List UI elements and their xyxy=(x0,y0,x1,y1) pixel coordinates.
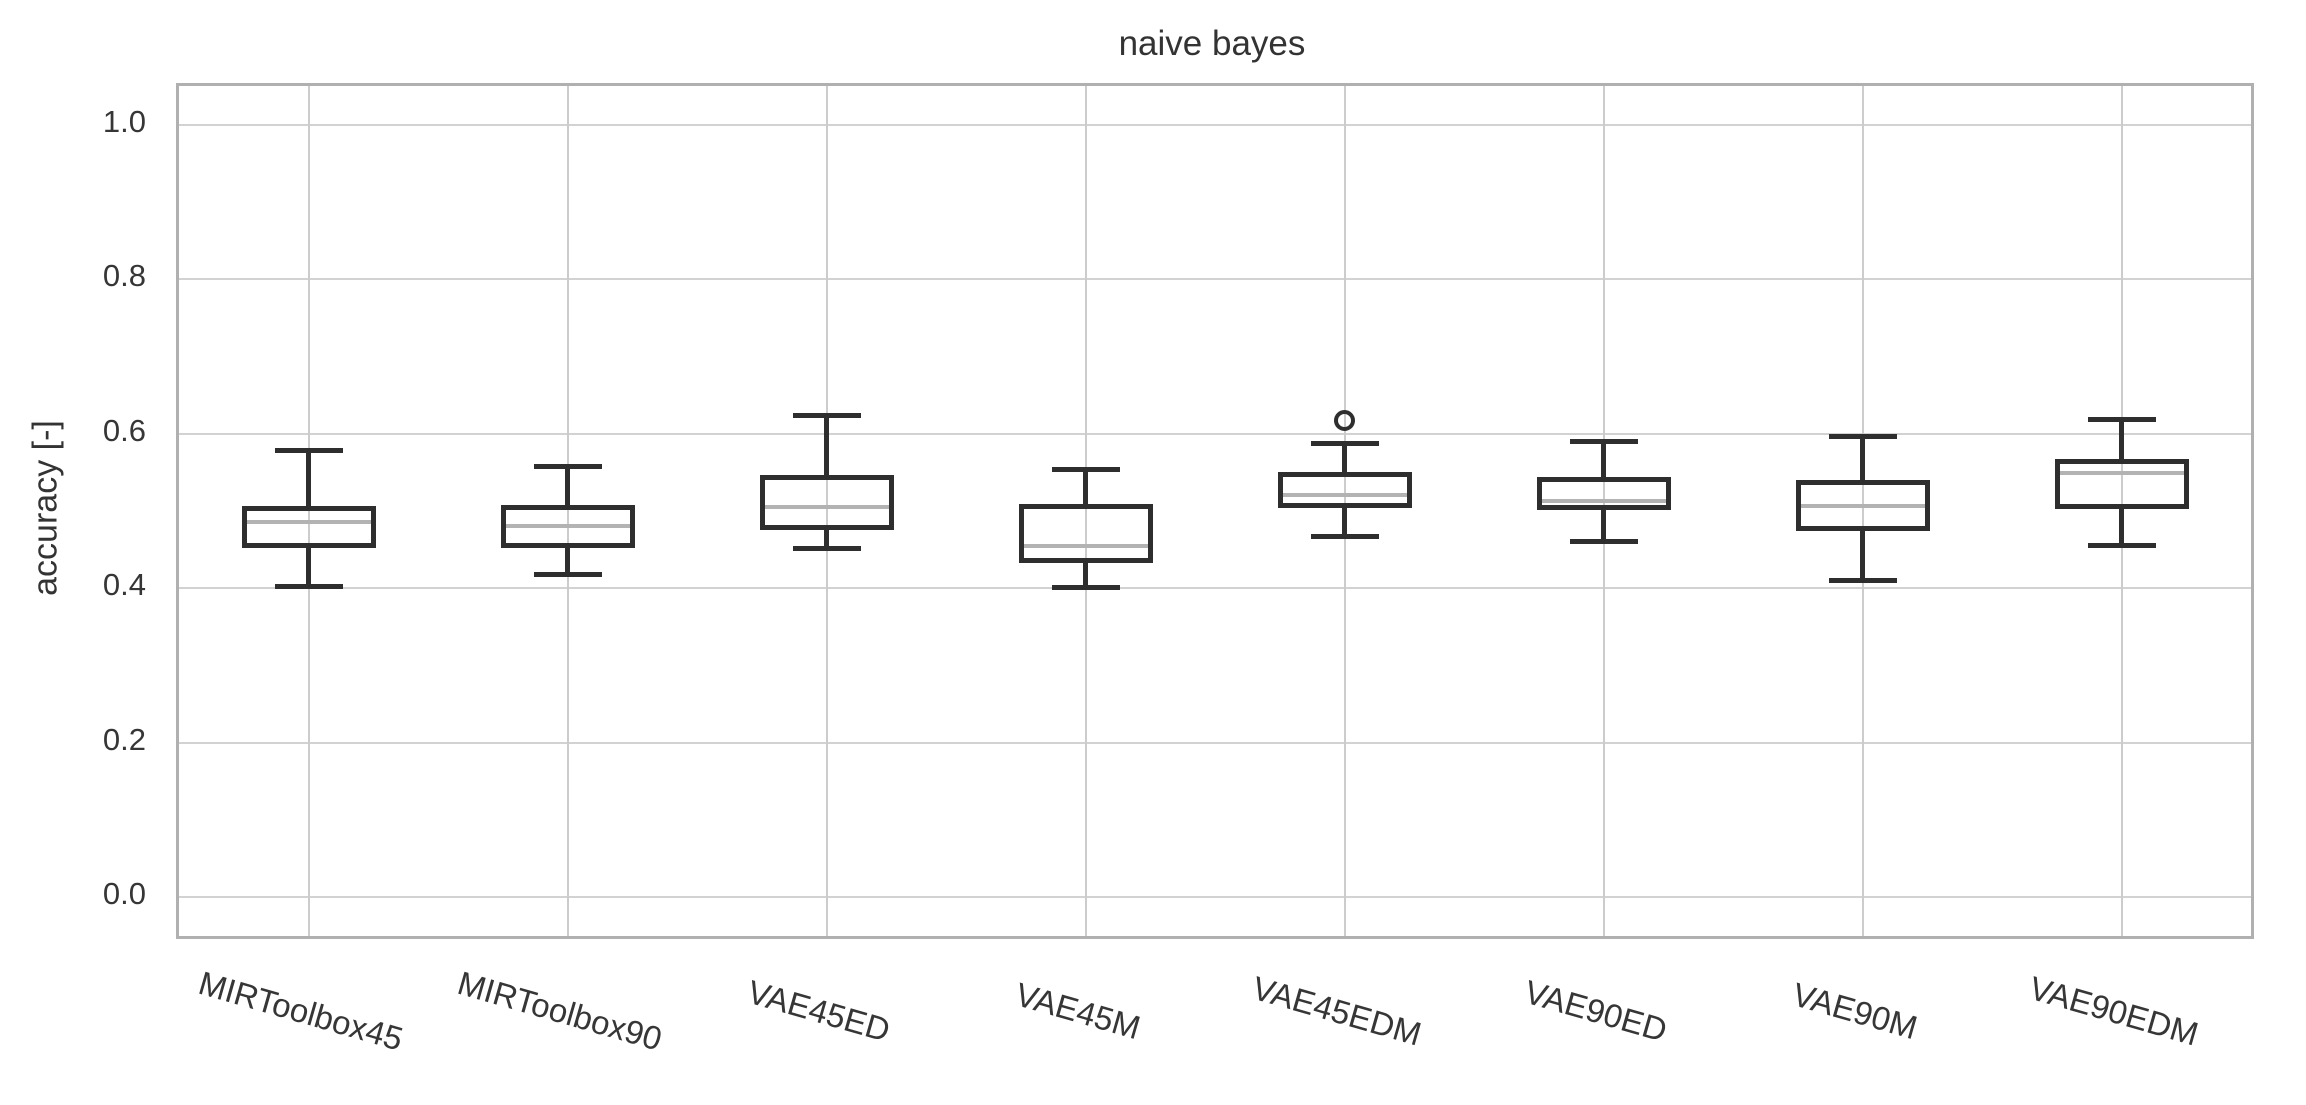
box-rect xyxy=(500,504,635,549)
y-gridline xyxy=(179,587,2251,590)
whisker-cap-top xyxy=(792,413,861,419)
whisker-lower xyxy=(1601,510,1606,542)
median-line xyxy=(246,519,371,524)
x-tick-label: VAE45M xyxy=(1010,975,1144,1047)
whisker-upper xyxy=(1083,469,1088,505)
y-tick-label: 0.0 xyxy=(102,876,146,912)
x-gridline xyxy=(1084,86,1087,936)
y-tick-label: 0.8 xyxy=(102,258,146,294)
y-tick-label: 0.6 xyxy=(102,412,146,448)
whisker-cap-bottom xyxy=(792,545,861,551)
x-gridline xyxy=(307,86,310,936)
whisker-upper xyxy=(306,450,311,506)
whisker-cap-bottom xyxy=(2087,543,2156,549)
box-rect xyxy=(1795,480,1930,532)
y-tick-label: 0.2 xyxy=(102,721,146,757)
x-tick-label: MIRToolbox90 xyxy=(453,964,666,1058)
x-gridline xyxy=(566,86,569,936)
whisker-cap-top xyxy=(1310,440,1379,446)
box-rect xyxy=(1018,504,1153,563)
whisker-cap-top xyxy=(1569,438,1638,444)
chart-title: naive bayes xyxy=(1118,24,1306,63)
x-gridline xyxy=(1861,86,1864,936)
whisker-lower xyxy=(824,529,829,549)
whisker-cap-top xyxy=(1828,433,1897,439)
x-tick-label: VAE90EDM xyxy=(2024,969,2202,1053)
whisker-upper xyxy=(1342,443,1347,473)
x-gridline xyxy=(825,86,828,936)
plot-area xyxy=(176,83,2254,939)
whisker-lower xyxy=(306,548,311,587)
whisker-cap-top xyxy=(533,464,602,470)
median-line xyxy=(1800,503,1925,508)
median-line xyxy=(1541,498,1666,503)
x-tick-label: VAE45EDM xyxy=(1247,969,1425,1053)
whisker-cap-top xyxy=(1051,466,1120,472)
whisker-lower xyxy=(565,548,570,575)
whisker-cap-bottom xyxy=(1828,578,1897,584)
whisker-cap-bottom xyxy=(533,571,602,577)
whisker-cap-bottom xyxy=(1310,534,1379,539)
whisker-cap-bottom xyxy=(1051,585,1120,590)
y-gridline xyxy=(179,896,2251,899)
whisker-lower xyxy=(2119,509,2124,546)
y-gridline xyxy=(179,278,2251,281)
whisker-cap-top xyxy=(274,448,343,454)
y-tick-label: 1.0 xyxy=(102,103,146,139)
box-rect xyxy=(1277,472,1412,508)
whisker-lower xyxy=(1860,531,1865,581)
box-rect xyxy=(2054,459,2189,510)
x-tick-label: VAE45ED xyxy=(743,972,894,1049)
whisker-upper xyxy=(1860,436,1865,481)
whisker-upper xyxy=(2119,419,2124,460)
x-tick-label: MIRToolbox45 xyxy=(194,964,407,1058)
whisker-upper xyxy=(1601,441,1606,477)
whisker-cap-bottom xyxy=(1569,538,1638,544)
whisker-upper xyxy=(565,466,570,505)
outlier-point xyxy=(1334,410,1355,432)
median-line xyxy=(1023,543,1148,548)
whisker-upper xyxy=(824,415,829,476)
median-line xyxy=(505,523,630,528)
y-tick-label: 0.4 xyxy=(102,567,146,603)
y-gridline xyxy=(179,741,2251,744)
x-tick-label: VAE90M xyxy=(1787,975,1921,1047)
box-rect xyxy=(241,505,376,549)
median-line xyxy=(1282,492,1407,497)
median-line xyxy=(2059,471,2184,476)
y-gridline xyxy=(179,432,2251,435)
whisker-cap-top xyxy=(2087,417,2156,423)
whisker-lower xyxy=(1342,507,1347,537)
box-rect xyxy=(759,475,894,530)
x-tick-label: VAE90ED xyxy=(1520,972,1671,1049)
box-rect xyxy=(1536,477,1671,511)
whisker-lower xyxy=(1083,562,1088,588)
median-line xyxy=(764,505,889,510)
whisker-cap-bottom xyxy=(274,584,343,590)
y-gridline xyxy=(179,123,2251,126)
